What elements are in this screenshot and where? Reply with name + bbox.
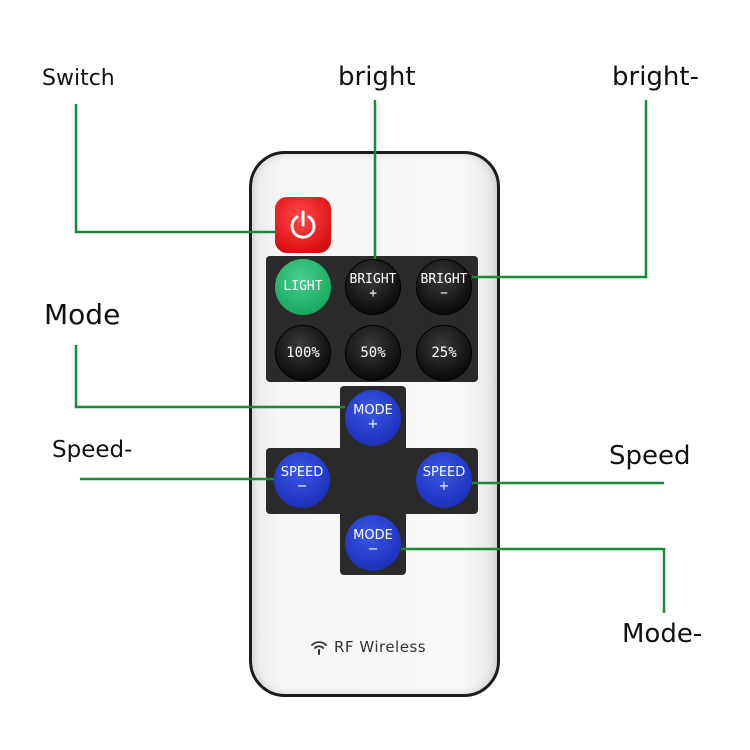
bright-plus-sign: + bbox=[369, 286, 377, 301]
speed-minus-button[interactable]: SPEED − bbox=[274, 452, 330, 508]
mode-minus-button[interactable]: MODE − bbox=[345, 515, 401, 571]
mode-plus-label: MODE bbox=[353, 403, 393, 419]
brightness-50-button[interactable]: 50% bbox=[345, 325, 401, 381]
light-button[interactable]: LIGHT bbox=[275, 259, 331, 315]
leader-bright-minus bbox=[472, 100, 648, 279]
rf-wireless-footer: RF Wireless bbox=[310, 636, 450, 658]
brightness-50-label: 50% bbox=[360, 344, 386, 361]
speed-plus-sign: + bbox=[438, 479, 450, 494]
leader-mode-minus bbox=[401, 547, 666, 613]
speed-plus-button[interactable]: SPEED + bbox=[416, 452, 472, 508]
callout-mode-minus: Mode- bbox=[622, 619, 703, 649]
rf-wireless-label: RF Wireless bbox=[334, 638, 427, 656]
speed-minus-sign: − bbox=[296, 479, 308, 494]
bright-minus-button[interactable]: BRIGHT − bbox=[416, 259, 472, 315]
bright-minus-label: BRIGHT bbox=[420, 272, 468, 288]
speed-minus-label: SPEED bbox=[280, 465, 324, 481]
mode-minus-sign: − bbox=[367, 542, 379, 557]
wifi-icon bbox=[311, 641, 327, 655]
callout-bright-plus: bright bbox=[338, 62, 416, 92]
bright-minus-sign: − bbox=[440, 286, 448, 301]
brightness-100-button[interactable]: 100% bbox=[275, 325, 331, 381]
callout-speed-minus: Speed- bbox=[52, 437, 133, 463]
speed-plus-label: SPEED bbox=[422, 465, 466, 481]
bright-plus-label: BRIGHT bbox=[349, 272, 397, 288]
callout-mode: Mode bbox=[44, 298, 121, 331]
power-button[interactable] bbox=[275, 197, 331, 253]
brightness-25-label: 25% bbox=[431, 344, 457, 361]
brightness-25-button[interactable]: 25% bbox=[416, 325, 472, 381]
brightness-100-label: 100% bbox=[286, 344, 320, 361]
light-button-label: LIGHT bbox=[283, 279, 323, 295]
mode-plus-sign: + bbox=[367, 417, 379, 432]
mode-minus-label: MODE bbox=[353, 528, 393, 544]
bright-plus-button[interactable]: BRIGHT + bbox=[345, 259, 401, 315]
mode-plus-button[interactable]: MODE + bbox=[345, 390, 401, 446]
leader-switch bbox=[74, 104, 275, 234]
callout-speed-plus: Speed bbox=[609, 441, 691, 471]
callout-bright-minus: bright- bbox=[612, 62, 699, 92]
leader-mode bbox=[74, 345, 345, 409]
power-icon bbox=[290, 210, 316, 239]
callout-switch: Switch bbox=[42, 66, 115, 91]
